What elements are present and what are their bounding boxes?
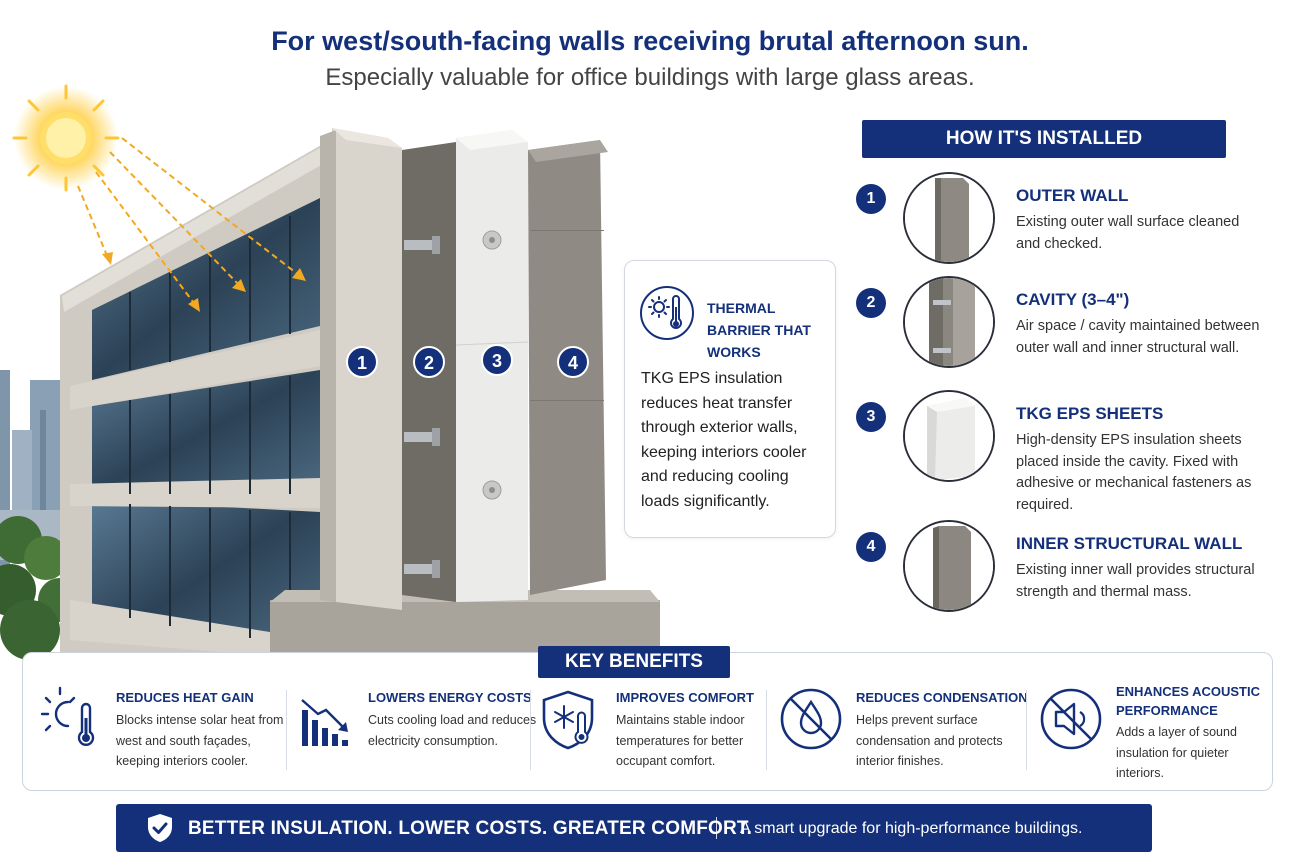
footer-tagline: BETTER INSULATION. LOWER COSTS. GREATER … (188, 818, 753, 839)
step-title: INNER STRUCTURAL WALL (1016, 534, 1243, 553)
benefit-acoustic: ENHANCES ACOUSTIC PERFORMANCE Adds a lay… (1038, 680, 1270, 780)
benefit-title: LOWERS ENERGY COSTS (368, 690, 532, 705)
step-title: TKG EPS SHEETS (1016, 404, 1164, 423)
building-wall-illustration: 1 2 3 4 (0, 84, 660, 660)
shield-check-icon (148, 814, 172, 842)
benefit-divider (286, 690, 287, 770)
benefit-desc: Adds a layer of sound insulation for qui… (1116, 725, 1237, 780)
benefit-energy-costs: LOWERS ENERGY COSTS Cuts cooling load an… (290, 680, 536, 780)
cavity-thumbnail (903, 276, 995, 368)
benefit-divider (766, 690, 767, 770)
benefit-title: REDUCES HEAT GAIN (116, 690, 254, 705)
install-step-2: 2 CAVITY (3–4") Air space / cavity maint… (854, 276, 1274, 376)
solar-ray-arrows (77, 137, 301, 307)
footer-subtagline: A smart upgrade for high-performance bui… (740, 820, 1083, 837)
benefit-title: ENHANCES ACOUSTIC PERFORMANCE (1116, 684, 1260, 718)
inner-wall-thumbnail (903, 520, 995, 612)
step-number: 2 (856, 288, 886, 318)
step-desc: Air space / cavity maintained between ou… (1016, 318, 1260, 356)
base-ledge (270, 600, 660, 660)
step-number: 1 (856, 184, 886, 214)
footer-banner: BETTER INSULATION. LOWER COSTS. GREATER … (116, 804, 1152, 852)
marker-1: 1 (357, 353, 367, 373)
step-number: 4 (856, 532, 886, 562)
layer-markers: 1 2 3 4 (346, 344, 589, 378)
callout-body: TKG EPS insulation reduces heat transfer… (641, 370, 807, 510)
shield-snowflake-icon (542, 690, 594, 750)
step-desc: High-density EPS insulation sheets place… (1016, 432, 1252, 513)
install-step-1: 1 OUTER WALL Existing outer wall surface… (854, 172, 1274, 272)
benefit-desc: Cuts cooling load and reduces electricit… (368, 713, 537, 748)
ray-arrowheads (102, 252, 306, 312)
marker-4: 4 (568, 353, 578, 373)
benefit-comfort: IMPROVES COMFORT Maintains stable indoor… (538, 680, 770, 780)
benefit-desc: Maintains stable indoor temperatures for… (616, 713, 745, 768)
benefit-divider (1026, 690, 1027, 770)
step-title: CAVITY (3–4") (1016, 290, 1130, 309)
key-benefits-heading: KEY BENEFITS (538, 646, 730, 678)
installation-heading: HOW IT'S INSTALLED (862, 120, 1226, 158)
building-facade (60, 140, 330, 660)
no-droplet-icon (780, 688, 842, 750)
thermal-barrier-callout: THERMAL BARRIER THAT WORKS TKG EPS insul… (624, 260, 836, 538)
declining-chart-icon (301, 699, 348, 746)
benefit-desc: Blocks intense solar heat from west and … (116, 713, 284, 768)
page-title: For west/south-facing walls receiving br… (271, 26, 1029, 56)
callout-title: THERMAL BARRIER THAT WORKS (707, 300, 811, 360)
eps-sheets-thumbnail (903, 390, 995, 482)
benefit-desc: Helps prevent surface condensation and p… (856, 713, 1003, 768)
step-title: OUTER WALL (1016, 186, 1129, 205)
muted-speaker-icon (1040, 688, 1102, 750)
benefit-heat-gain: REDUCES HEAT GAIN Blocks intense solar h… (38, 680, 286, 780)
install-step-4: 4 INNER STRUCTURAL WALL Existing inner w… (854, 520, 1274, 620)
step-number: 3 (856, 402, 886, 432)
thermometer-sun-icon (640, 286, 694, 340)
sun-thermometer-icon (40, 686, 95, 746)
marker-3: 3 (492, 351, 502, 371)
page-subtitle: Especially valuable for office buildings… (325, 64, 975, 91)
step-desc: Existing outer wall surface cleaned and … (1016, 214, 1240, 252)
install-step-3: 3 TKG EPS SHEETS High-density EPS insula… (854, 390, 1274, 513)
benefit-divider (530, 690, 531, 770)
benefit-title: IMPROVES COMFORT (616, 690, 754, 705)
benefit-title: REDUCES CONDENSATION (856, 690, 1028, 705)
marker-2: 2 (424, 353, 434, 373)
step-desc: Existing inner wall provides structural … (1016, 562, 1255, 600)
footer-separator (716, 817, 717, 839)
benefit-condensation: REDUCES CONDENSATION Helps prevent surfa… (778, 680, 1028, 780)
outer-wall-thumbnail (903, 172, 995, 264)
sun-icon (12, 84, 120, 192)
